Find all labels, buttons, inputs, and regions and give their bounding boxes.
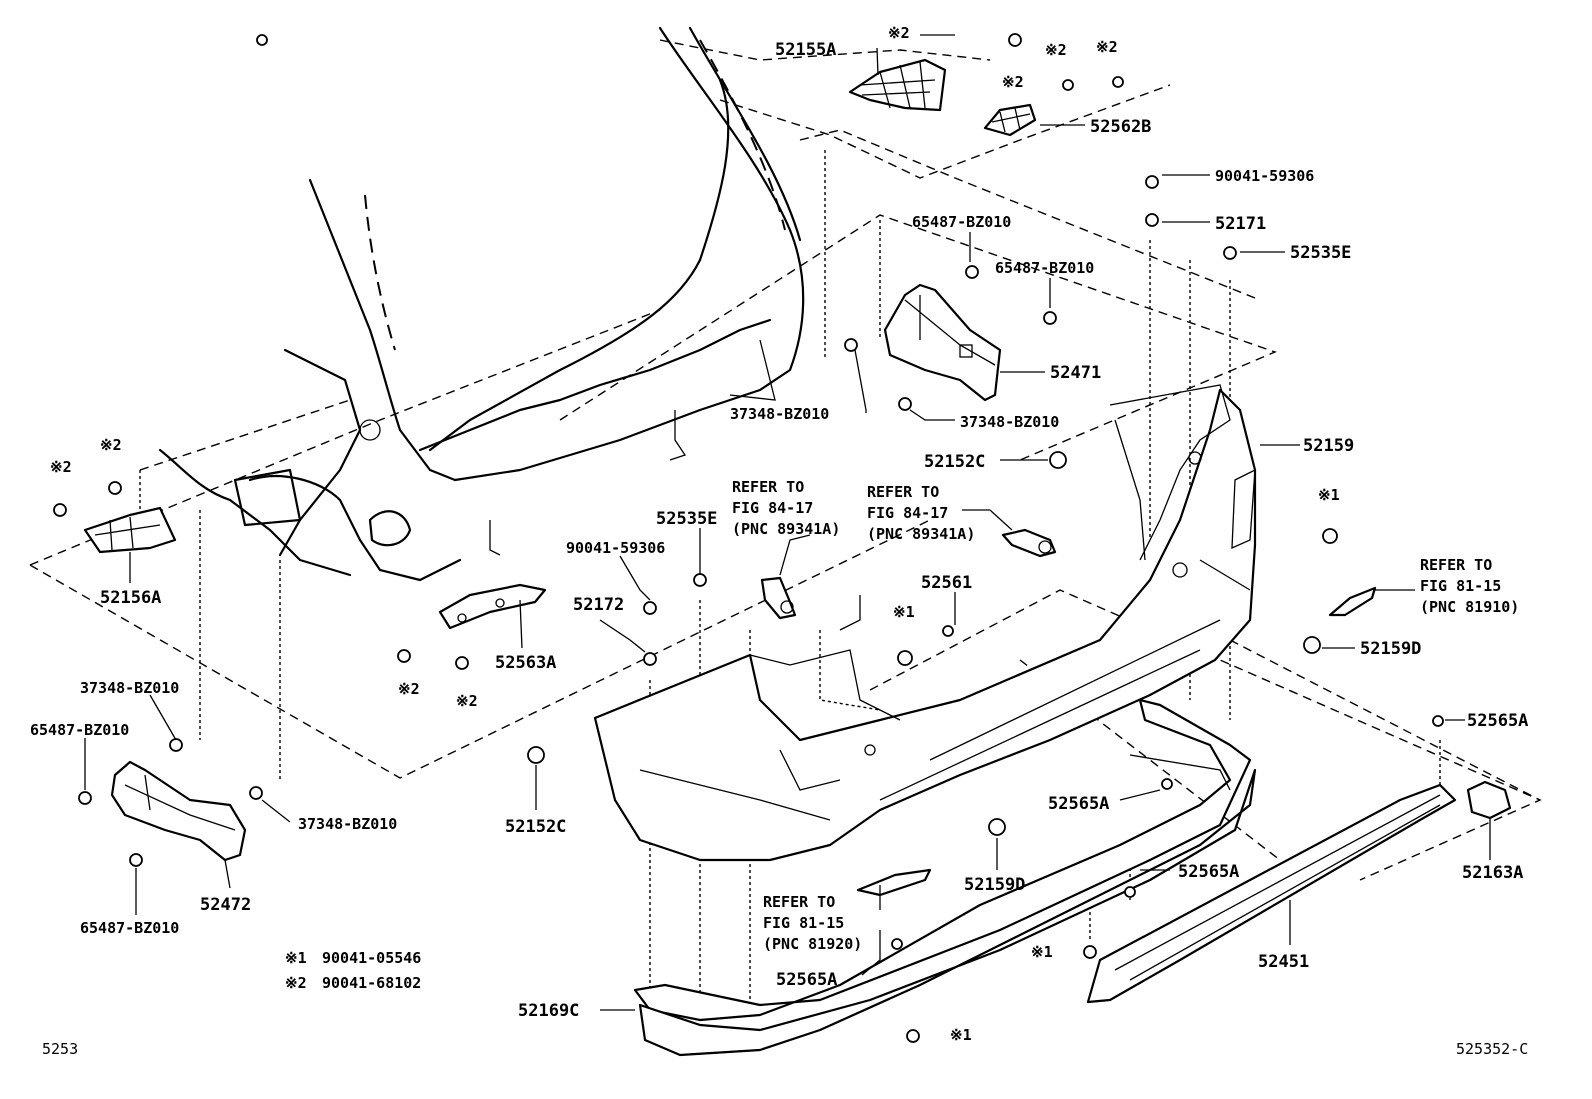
label-52562B: 52562B bbox=[1090, 117, 1151, 137]
legend: ※1 90041-05546 ※2 90041-68102 bbox=[285, 949, 421, 992]
refer-note-1-line3: (PNC 89341A) bbox=[732, 520, 840, 538]
mark-2-d: ※2 bbox=[1096, 38, 1118, 56]
part-labels: 52155A 52562B 90041-59306 52171 52535E 6… bbox=[30, 40, 1528, 1021]
refer-note-4-line1: REFER TO bbox=[763, 893, 835, 911]
refer-note-2-line1: REFER TO bbox=[867, 483, 939, 501]
label-65487-BZ010-c: 65487-BZ010 bbox=[30, 721, 129, 739]
mark-2-e: ※2 bbox=[50, 458, 72, 476]
label-52471: 52471 bbox=[1050, 363, 1101, 383]
refer-note-1: REFER TO FIG 84-17 (PNC 89341A) bbox=[732, 478, 840, 538]
legend-value-2: 90041-68102 bbox=[322, 974, 421, 992]
refer-note-3: REFER TO FIG 81-15 (PNC 81910) bbox=[1420, 556, 1519, 616]
refer-note-2-line2: FIG 84-17 bbox=[867, 504, 948, 522]
mark-2-g: ※2 bbox=[398, 680, 420, 698]
label-65487-BZ010-d: 65487-BZ010 bbox=[80, 919, 179, 937]
mark-2-h: ※2 bbox=[456, 692, 478, 710]
label-52565A-2: 52565A bbox=[1178, 862, 1239, 882]
sensor-left bbox=[760, 576, 797, 620]
label-37348-BZ010-c: 37348-BZ010 bbox=[80, 679, 179, 697]
label-37348-BZ010-a: 37348-BZ010 bbox=[730, 405, 829, 423]
label-52451: 52451 bbox=[1258, 952, 1309, 972]
refer-note-4-line3: (PNC 81920) bbox=[763, 935, 862, 953]
label-37348-BZ010-d: 37348-BZ010 bbox=[298, 815, 397, 833]
label-37348-BZ010-b: 37348-BZ010 bbox=[960, 413, 1059, 431]
legend-value-1: 90041-05546 bbox=[322, 949, 421, 967]
mark-1-b: ※1 bbox=[893, 603, 915, 621]
bracket-52563A bbox=[438, 583, 547, 630]
label-52152C-top: 52152C bbox=[924, 452, 985, 472]
label-52535E-center: 52535E bbox=[656, 509, 717, 529]
reflector-right bbox=[1328, 586, 1377, 617]
mark-2-c: ※2 bbox=[1045, 41, 1067, 59]
label-52561: 52561 bbox=[921, 573, 972, 593]
label-52535E-right: 52535E bbox=[1290, 243, 1351, 263]
bracket-52472 bbox=[110, 760, 247, 862]
mark-2-f: ※2 bbox=[100, 436, 122, 454]
refer-note-4-line2: FIG 81-15 bbox=[763, 914, 844, 932]
label-65487-BZ010-a: 65487-BZ010 bbox=[912, 213, 1011, 231]
label-65487-BZ010-b: 65487-BZ010 bbox=[995, 259, 1094, 277]
vehicle-body-outline bbox=[158, 26, 805, 582]
label-52159: 52159 bbox=[1303, 436, 1354, 456]
label-52565A-3: 52565A bbox=[776, 970, 837, 990]
refer-note-2: REFER TO FIG 84-17 (PNC 89341A) bbox=[867, 483, 975, 543]
label-52155A: 52155A bbox=[775, 40, 836, 60]
leader-lines bbox=[84, 34, 1491, 1011]
refer-note-1-line1: REFER TO bbox=[732, 478, 804, 496]
label-90041-59306-right: 90041-59306 bbox=[1215, 167, 1314, 185]
label-52159D-center: 52159D bbox=[964, 875, 1025, 895]
bracket-52471 bbox=[883, 283, 1002, 402]
bracket-52562B bbox=[983, 103, 1037, 137]
footnote-marks: ※2 ※2 ※2 ※2 ※2 ※2 ※2 ※2 ※1 ※1 ※1 ※1 bbox=[50, 24, 1340, 1044]
label-52172: 52172 bbox=[573, 595, 624, 615]
refer-note-3-line1: REFER TO bbox=[1420, 556, 1492, 574]
fasteners bbox=[53, 33, 1444, 1043]
label-52472: 52472 bbox=[200, 895, 251, 915]
label-52563A: 52563A bbox=[495, 653, 556, 673]
footer-right-code: 525352-C bbox=[1456, 1040, 1528, 1058]
legend-key-2: ※2 bbox=[285, 974, 307, 992]
bracket-52155A bbox=[848, 58, 947, 112]
refer-note-3-line2: FIG 81-15 bbox=[1420, 577, 1501, 595]
refer-note-1-line2: FIG 84-17 bbox=[732, 499, 813, 517]
refer-note-2-line3: (PNC 89341A) bbox=[867, 525, 975, 543]
label-90041-59306-center: 90041-59306 bbox=[566, 539, 665, 557]
label-52159D-right: 52159D bbox=[1360, 639, 1421, 659]
label-52152C-bottom: 52152C bbox=[505, 817, 566, 837]
label-52163A: 52163A bbox=[1462, 863, 1523, 883]
lower-garnish-52169C bbox=[633, 698, 1257, 1057]
bracket-52156A bbox=[83, 506, 177, 554]
label-52171: 52171 bbox=[1215, 214, 1266, 234]
refer-note-3-line3: (PNC 81910) bbox=[1420, 598, 1519, 616]
footer-left-code: 5253 bbox=[42, 1040, 78, 1058]
legend-key-1: ※1 bbox=[285, 949, 307, 967]
end-cap-52163A bbox=[1466, 780, 1512, 820]
mark-2-b: ※2 bbox=[1002, 73, 1024, 91]
label-52565A-4: 52565A bbox=[1467, 711, 1528, 731]
reflector-left bbox=[856, 868, 932, 897]
refer-note-4: REFER TO FIG 81-15 (PNC 81920) bbox=[763, 893, 862, 953]
step-pad-52451 bbox=[1086, 783, 1457, 1004]
mark-1-c: ※1 bbox=[1031, 943, 1053, 961]
label-52156A: 52156A bbox=[100, 588, 161, 608]
bumper-cover-52159 bbox=[593, 384, 1257, 862]
mark-1-d: ※1 bbox=[950, 1026, 972, 1044]
mark-1-a: ※1 bbox=[1318, 486, 1340, 504]
sensor-right bbox=[1001, 528, 1057, 558]
label-52565A-1: 52565A bbox=[1048, 794, 1109, 814]
mark-2-a: ※2 bbox=[888, 24, 910, 42]
label-52169C: 52169C bbox=[518, 1001, 579, 1021]
